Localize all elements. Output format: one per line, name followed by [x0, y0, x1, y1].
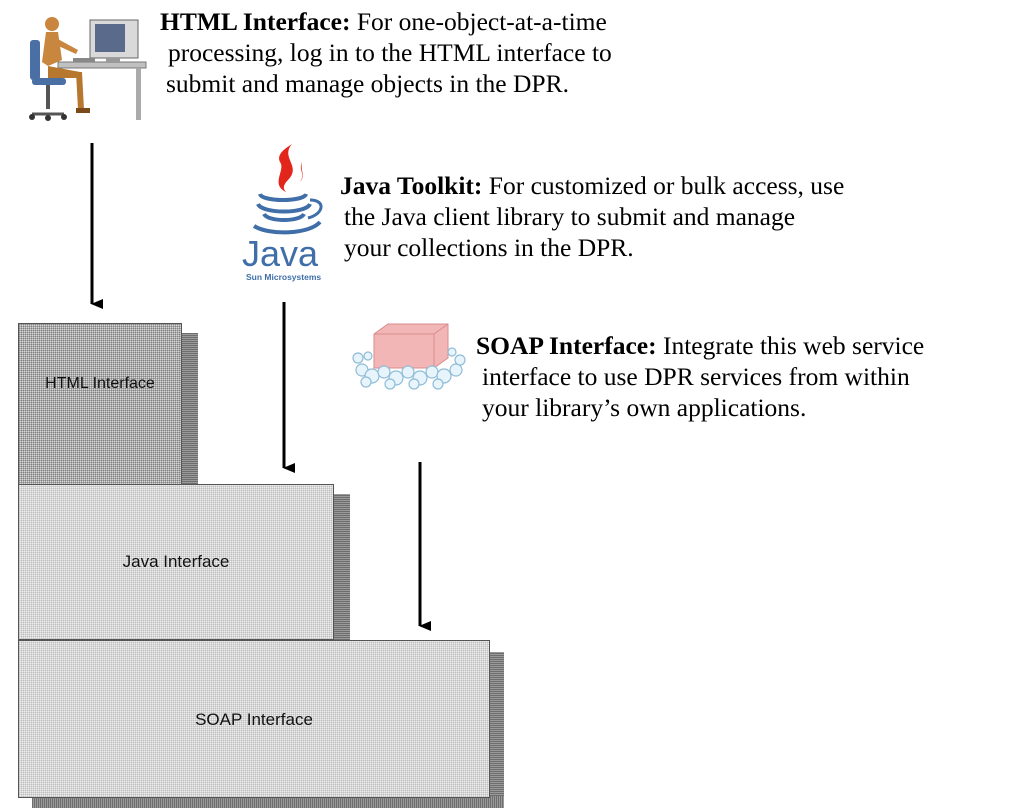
soap-note-line-2: interface to use DPR services from withi… [482, 362, 910, 391]
soap-note-title: SOAP Interface: [476, 331, 657, 360]
soap-interface-label: SOAP Interface [195, 710, 313, 729]
html-note-line-1: For one-object-at-a-time [350, 7, 607, 36]
html-note-title: HTML Interface: [160, 7, 351, 36]
soap-bar-icon [352, 323, 466, 390]
java-toolkit-note: Java Toolkit: For customized or bulk acc… [340, 170, 844, 263]
html-note-line-3: submit and manage objects in the DPR. [166, 69, 569, 98]
java-interface-layer: Java Interface [18, 484, 350, 642]
java-interface-label: Java Interface [122, 552, 230, 571]
soap-interface-note: SOAP Interface: Integrate this web servi… [476, 330, 924, 423]
java-note-line-1: For customized or bulk access, use [482, 171, 845, 200]
html-interface-label: HTML Interface [45, 375, 155, 392]
java-note-line-3: your collections in the DPR. [344, 233, 634, 262]
soap-note-line-1: Integrate this web service [656, 331, 925, 360]
soap-interface-layer: SOAP Interface [18, 640, 504, 808]
html-note-line-2: processing, log in to the HTML interface… [168, 38, 612, 67]
java-note-line-2: the Java client library to submit and ma… [344, 202, 796, 231]
person-at-computer-icon [29, 17, 147, 121]
java-note-title: Java Toolkit: [340, 171, 483, 200]
java-wordmark: Java [242, 233, 319, 274]
html-interface-note: HTML Interface: For one-object-at-a-time… [160, 6, 612, 99]
soap-note-line-3: your library’s own applications. [482, 393, 807, 422]
java-coffee-cup-icon: Java Sun Microsystems [242, 144, 323, 282]
html-interface-layer: HTML Interface [18, 323, 198, 488]
java-vendor-label: Sun Microsystems [246, 272, 321, 282]
